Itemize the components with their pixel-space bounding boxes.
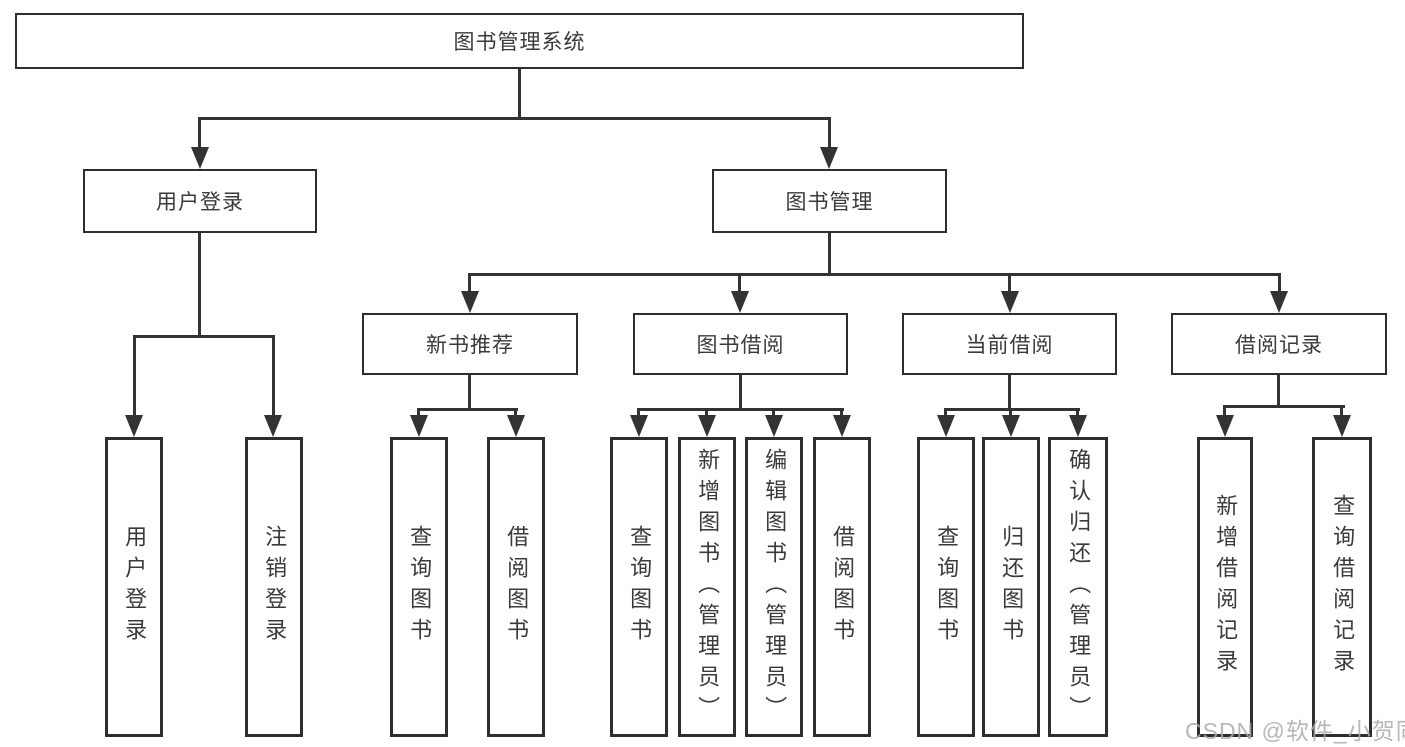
leaf-query-books-recommend-label: 查询图书 bbox=[407, 525, 433, 649]
connector-arrow-icon bbox=[125, 415, 143, 437]
connector-line bbox=[198, 117, 201, 153]
node-root: 图书管理系统 bbox=[15, 13, 1024, 69]
connector-arrow-icon bbox=[765, 415, 783, 437]
node-borrowing-records: 借阅记录 bbox=[1171, 313, 1387, 375]
connector-arrow-icon bbox=[1270, 291, 1288, 313]
connector-line bbox=[198, 233, 201, 337]
connector-arrow-icon bbox=[1069, 415, 1087, 437]
leaf-query-books-borrowing-label: 查询图书 bbox=[627, 525, 653, 649]
leaf-query-books-current: 查询图书 bbox=[917, 437, 975, 737]
connector-line bbox=[637, 408, 844, 411]
leaf-borrow-books-borrowing: 借阅图书 bbox=[813, 437, 871, 737]
connector-arrow-icon bbox=[1333, 415, 1351, 437]
connector-arrow-icon bbox=[191, 147, 209, 169]
connector-line bbox=[417, 408, 518, 411]
leaf-edit-book-admin: 编辑图书（管理员） bbox=[745, 437, 803, 737]
connector-line bbox=[1008, 375, 1011, 410]
node-book-borrowing-label: 图书借阅 bbox=[696, 334, 785, 357]
connector-line bbox=[738, 273, 741, 295]
connector-line bbox=[1008, 273, 1011, 295]
connector-line bbox=[828, 233, 831, 275]
connector-arrow-icon bbox=[410, 415, 428, 437]
connector-line bbox=[1278, 273, 1281, 295]
node-user-login: 用户登录 bbox=[83, 169, 317, 233]
leaf-user-login-label: 用户登录 bbox=[122, 525, 148, 649]
connector-arrow-icon bbox=[1001, 291, 1019, 313]
connector-line bbox=[133, 335, 275, 338]
leaf-borrow-books-borrowing-label: 借阅图书 bbox=[830, 525, 856, 649]
connector-arrow-icon bbox=[698, 415, 716, 437]
connector-arrow-icon bbox=[461, 291, 479, 313]
leaf-query-books-recommend: 查询图书 bbox=[390, 437, 448, 737]
node-root-label: 图书管理系统 bbox=[453, 31, 586, 54]
leaf-edit-book-admin-label: 编辑图书（管理员） bbox=[762, 447, 788, 727]
connector-arrow-icon bbox=[507, 415, 525, 437]
connector-line bbox=[1223, 405, 1226, 424]
connector-line bbox=[1223, 405, 1345, 408]
leaf-query-borrow-record-label: 查询借阅记录 bbox=[1330, 494, 1356, 680]
connector-line bbox=[828, 117, 831, 153]
leaf-query-books-current-label: 查询图书 bbox=[934, 525, 960, 649]
leaf-add-book-admin: 新增图书（管理员） bbox=[678, 437, 736, 737]
connector-arrow-icon bbox=[630, 415, 648, 437]
connector-arrow-icon bbox=[1002, 415, 1020, 437]
leaf-logout-label: 注销登录 bbox=[262, 525, 288, 649]
leaf-confirm-return-admin-label: 确认归还（管理员） bbox=[1066, 447, 1092, 727]
leaf-return-books: 归还图书 bbox=[982, 437, 1040, 737]
connector-arrow-icon bbox=[820, 147, 838, 169]
connector-arrow-icon bbox=[833, 415, 851, 437]
leaf-query-borrow-record: 查询借阅记录 bbox=[1312, 437, 1372, 737]
leaf-return-books-label: 归还图书 bbox=[999, 525, 1025, 649]
connector-line bbox=[198, 117, 831, 120]
node-user-login-label: 用户登录 bbox=[156, 191, 244, 214]
connector-line bbox=[468, 273, 1281, 276]
node-current-borrowing: 当前借阅 bbox=[902, 313, 1117, 375]
leaf-confirm-return-admin: 确认归还（管理员） bbox=[1048, 437, 1108, 737]
connector-line bbox=[739, 375, 742, 410]
watermark: CSDN @软件_小贺同学 bbox=[1185, 718, 1405, 744]
leaf-logout: 注销登录 bbox=[245, 437, 303, 737]
node-book-management-label: 图书管理 bbox=[785, 191, 874, 214]
node-current-borrowing-label: 当前借阅 bbox=[965, 334, 1054, 357]
leaf-query-books-borrowing: 查询图书 bbox=[610, 437, 668, 737]
connector-line bbox=[133, 335, 136, 423]
leaf-borrow-books-recommend-label: 借阅图书 bbox=[504, 525, 530, 649]
node-book-management: 图书管理 bbox=[712, 169, 947, 233]
leaf-borrow-books-recommend: 借阅图书 bbox=[487, 437, 545, 737]
connector-line bbox=[1340, 405, 1343, 424]
connector-arrow-icon bbox=[731, 291, 749, 313]
connector-line bbox=[944, 408, 1080, 411]
connector-arrow-icon bbox=[937, 415, 955, 437]
connector-line bbox=[518, 69, 521, 119]
node-borrowing-records-label: 借阅记录 bbox=[1235, 334, 1323, 357]
connector-line bbox=[272, 335, 275, 423]
node-new-book-recommend-label: 新书推荐 bbox=[426, 334, 514, 357]
connector-line bbox=[1277, 375, 1280, 408]
leaf-add-borrow-record: 新增借阅记录 bbox=[1197, 437, 1253, 737]
node-new-book-recommend: 新书推荐 bbox=[362, 313, 578, 375]
connector-line bbox=[468, 375, 471, 410]
node-book-borrowing: 图书借阅 bbox=[633, 313, 848, 375]
connector-line bbox=[468, 273, 471, 295]
leaf-user-login: 用户登录 bbox=[105, 437, 163, 737]
connector-arrow-icon bbox=[1216, 415, 1234, 437]
connector-arrow-icon bbox=[264, 415, 282, 437]
leaf-add-book-admin-label: 新增图书（管理员） bbox=[695, 447, 721, 727]
leaf-add-borrow-record-label: 新增借阅记录 bbox=[1213, 494, 1239, 680]
